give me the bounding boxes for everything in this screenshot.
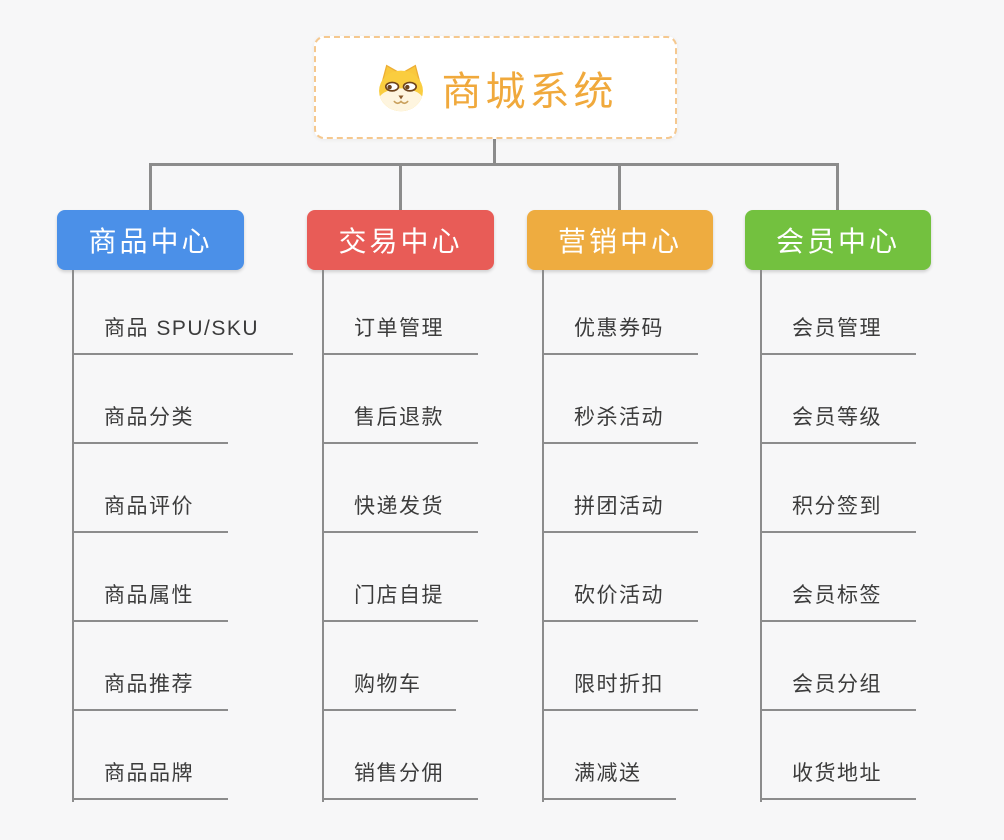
branch-label: 营销中心 bbox=[557, 226, 682, 257]
subtopic[interactable]: 秒杀活动 bbox=[542, 404, 698, 444]
subtopic[interactable]: 会员等级 bbox=[760, 404, 916, 444]
connector-spine bbox=[72, 270, 74, 802]
subtopic[interactable]: 商品分类 bbox=[72, 404, 228, 444]
subtopic[interactable]: 收货地址 bbox=[760, 760, 916, 800]
branch-label: 交易中心 bbox=[338, 226, 463, 257]
branch-label: 商品中心 bbox=[88, 226, 213, 257]
root-topic[interactable]: 商城系统 bbox=[314, 36, 677, 139]
branch-column-member-center: 会员管理 会员等级 积分签到 会员标签 会员分组 收货地址 bbox=[760, 270, 1004, 802]
subtopic[interactable]: 优惠券码 bbox=[542, 315, 698, 355]
branch-header-product-center[interactable]: 商品中心 bbox=[57, 210, 244, 270]
subtopic[interactable]: 满减送 bbox=[542, 760, 676, 800]
branch-label: 会员中心 bbox=[775, 226, 900, 257]
subtopic[interactable]: 售后退款 bbox=[322, 404, 478, 444]
subtopic[interactable]: 购物车 bbox=[322, 671, 456, 711]
branch-header-member-center[interactable]: 会员中心 bbox=[745, 210, 931, 270]
subtopic[interactable]: 拼团活动 bbox=[542, 493, 698, 533]
subtopic[interactable]: 限时折扣 bbox=[542, 671, 698, 711]
subtopic[interactable]: 商品推荐 bbox=[72, 671, 228, 711]
connector-drop-member bbox=[836, 163, 839, 212]
subtopic[interactable]: 积分签到 bbox=[760, 493, 916, 533]
connector-bus bbox=[149, 163, 839, 166]
subtopic[interactable]: 销售分佣 bbox=[322, 760, 478, 800]
subtopic[interactable]: 砍价活动 bbox=[542, 582, 698, 622]
subtopic[interactable]: 会员标签 bbox=[760, 582, 916, 622]
branch-header-marketing-center[interactable]: 营销中心 bbox=[527, 210, 713, 270]
connector-root-stem bbox=[493, 139, 496, 166]
connector-drop-trade bbox=[399, 163, 402, 212]
connector-spine bbox=[542, 270, 544, 802]
branch-header-trade-center[interactable]: 交易中心 bbox=[307, 210, 494, 270]
dog-face-icon bbox=[378, 64, 423, 112]
subtopic[interactable]: 商品品牌 bbox=[72, 760, 228, 800]
branch-column-product-center: 商品 SPU/SKU 商品分类 商品评价 商品属性 商品推荐 商品品牌 bbox=[72, 270, 332, 802]
branch-column-trade-center: 订单管理 售后退款 快递发货 门店自提 购物车 销售分佣 bbox=[322, 270, 582, 802]
subtopic[interactable]: 商品 SPU/SKU bbox=[72, 315, 294, 355]
subtopic[interactable]: 订单管理 bbox=[322, 315, 478, 355]
subtopic[interactable]: 商品属性 bbox=[72, 582, 228, 622]
connector-spine bbox=[322, 270, 324, 802]
branch-column-marketing-center: 优惠券码 秒杀活动 拼团活动 砍价活动 限时折扣 满减送 bbox=[542, 270, 802, 802]
subtopic[interactable]: 会员分组 bbox=[760, 671, 916, 711]
connector-drop-marketing bbox=[618, 163, 621, 212]
subtopic[interactable]: 快递发货 bbox=[322, 493, 478, 533]
subtopic[interactable]: 商品评价 bbox=[72, 493, 228, 533]
connector-drop-product bbox=[149, 163, 152, 212]
subtopic[interactable]: 门店自提 bbox=[322, 582, 478, 622]
root-topic-label: 商城系统 bbox=[441, 69, 618, 114]
subtopic[interactable]: 会员管理 bbox=[760, 315, 916, 355]
connector-spine bbox=[760, 270, 762, 802]
